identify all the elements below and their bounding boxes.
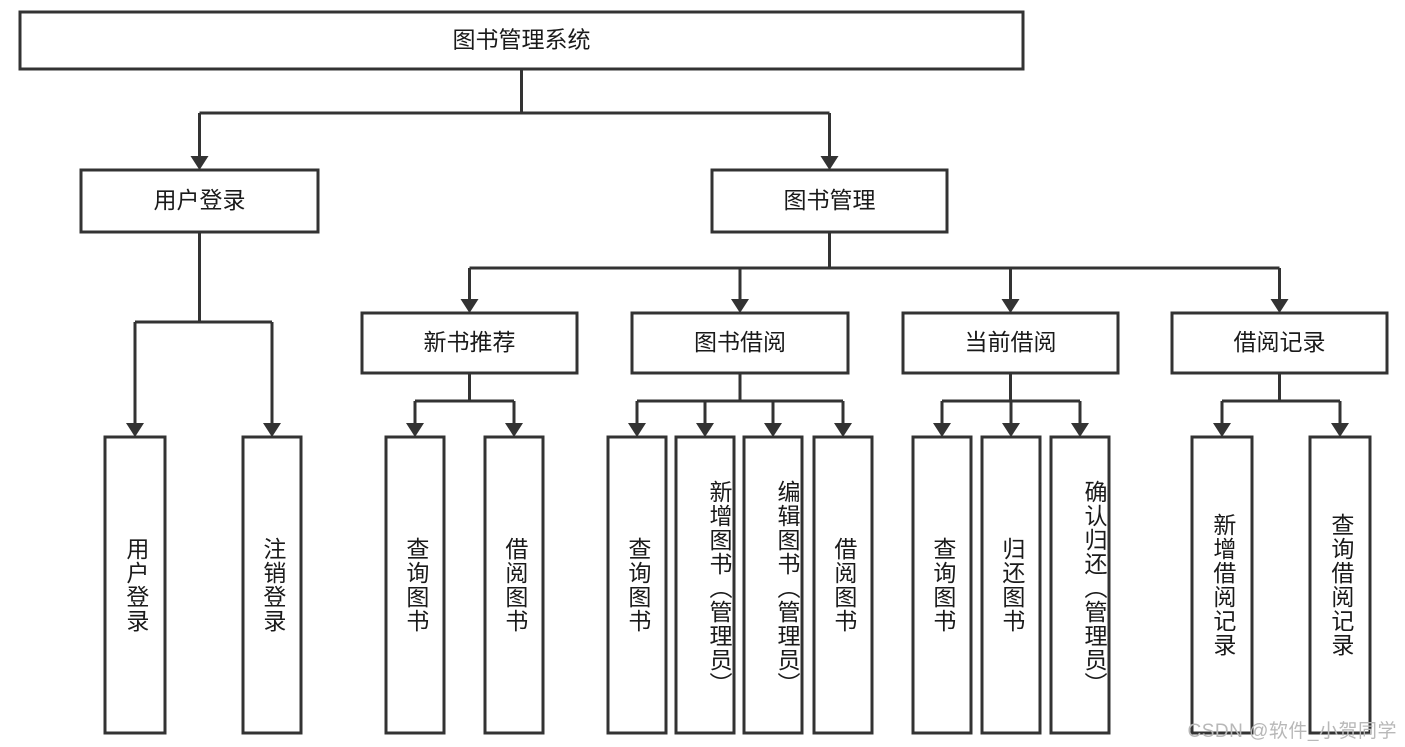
node-box-leaf-query-record[interactable] bbox=[1308, 435, 1372, 735]
node-label-root: 图书管理系统 bbox=[453, 27, 591, 53]
edge-group-current-borrow bbox=[933, 373, 1089, 437]
node-leaf-query-book-1[interactable] bbox=[384, 435, 446, 735]
node-label-book-borrow: 图书借阅 bbox=[694, 329, 786, 355]
node-box-leaf-user-login[interactable] bbox=[103, 435, 167, 735]
node-leaf-borrow-book-1[interactable] bbox=[483, 435, 545, 735]
node-new-book-rec[interactable]: 新书推荐 bbox=[360, 311, 579, 375]
node-box-leaf-return-book[interactable] bbox=[980, 435, 1042, 735]
edge-group-book-borrow bbox=[628, 373, 852, 437]
node-leaf-borrow-book-2[interactable] bbox=[812, 435, 874, 735]
node-leaf-user-logout[interactable] bbox=[241, 435, 303, 735]
edge-group-new-book-rec bbox=[406, 373, 523, 437]
node-box-leaf-confirm-return[interactable] bbox=[1049, 435, 1111, 735]
node-label-borrow-record: 借阅记录 bbox=[1234, 329, 1326, 355]
node-leaf-add-record[interactable] bbox=[1190, 435, 1254, 735]
node-leaf-query-book-3[interactable] bbox=[911, 435, 973, 735]
node-label-new-book-rec: 新书推荐 bbox=[424, 329, 516, 355]
node-book-borrow[interactable]: 图书借阅 bbox=[630, 311, 850, 375]
node-borrow-record[interactable]: 借阅记录 bbox=[1170, 311, 1389, 375]
node-box-leaf-borrow-book-2[interactable] bbox=[812, 435, 874, 735]
node-box-leaf-user-logout[interactable] bbox=[241, 435, 303, 735]
edge-group-borrow-record bbox=[1213, 373, 1349, 437]
node-box-leaf-add-record[interactable] bbox=[1190, 435, 1254, 735]
node-box-leaf-query-book-1[interactable] bbox=[384, 435, 446, 735]
node-box-borrow-record[interactable] bbox=[1170, 311, 1389, 375]
node-leaf-query-record[interactable] bbox=[1308, 435, 1372, 735]
node-leaf-confirm-return[interactable] bbox=[1049, 435, 1111, 735]
watermark-text: CSDN @软件_小贺同学 bbox=[1187, 721, 1397, 742]
node-box-leaf-add-book[interactable] bbox=[674, 435, 736, 735]
node-box-root[interactable] bbox=[18, 10, 1025, 71]
edge-group-user-login bbox=[126, 232, 281, 437]
node-box-leaf-edit-book[interactable] bbox=[742, 435, 804, 735]
node-leaf-user-login[interactable] bbox=[103, 435, 167, 735]
node-box-leaf-query-book-3[interactable] bbox=[911, 435, 973, 735]
node-box-new-book-rec[interactable] bbox=[360, 311, 579, 375]
node-leaf-query-book-2[interactable] bbox=[606, 435, 668, 735]
node-current-borrow[interactable]: 当前借阅 bbox=[901, 311, 1120, 375]
edge-group-book-manage bbox=[460, 232, 1289, 313]
node-label-book-manage: 图书管理 bbox=[784, 187, 876, 213]
node-box-book-manage[interactable] bbox=[710, 168, 949, 234]
node-leaf-edit-book[interactable] bbox=[742, 435, 804, 735]
node-box-user-login[interactable] bbox=[79, 168, 320, 234]
node-box-leaf-borrow-book-1[interactable] bbox=[483, 435, 545, 735]
edge-group-root bbox=[190, 69, 839, 170]
node-user-login[interactable]: 用户登录 bbox=[79, 168, 320, 234]
node-root[interactable]: 图书管理系统 bbox=[18, 10, 1025, 71]
node-box-leaf-query-book-2[interactable] bbox=[606, 435, 668, 735]
node-label-user-login: 用户登录 bbox=[154, 187, 246, 213]
node-leaf-add-book[interactable] bbox=[674, 435, 736, 735]
node-box-book-borrow[interactable] bbox=[630, 311, 850, 375]
node-leaf-return-book[interactable] bbox=[980, 435, 1042, 735]
node-label-current-borrow: 当前借阅 bbox=[965, 329, 1057, 355]
node-box-current-borrow[interactable] bbox=[901, 311, 1120, 375]
node-book-manage[interactable]: 图书管理 bbox=[710, 168, 949, 234]
